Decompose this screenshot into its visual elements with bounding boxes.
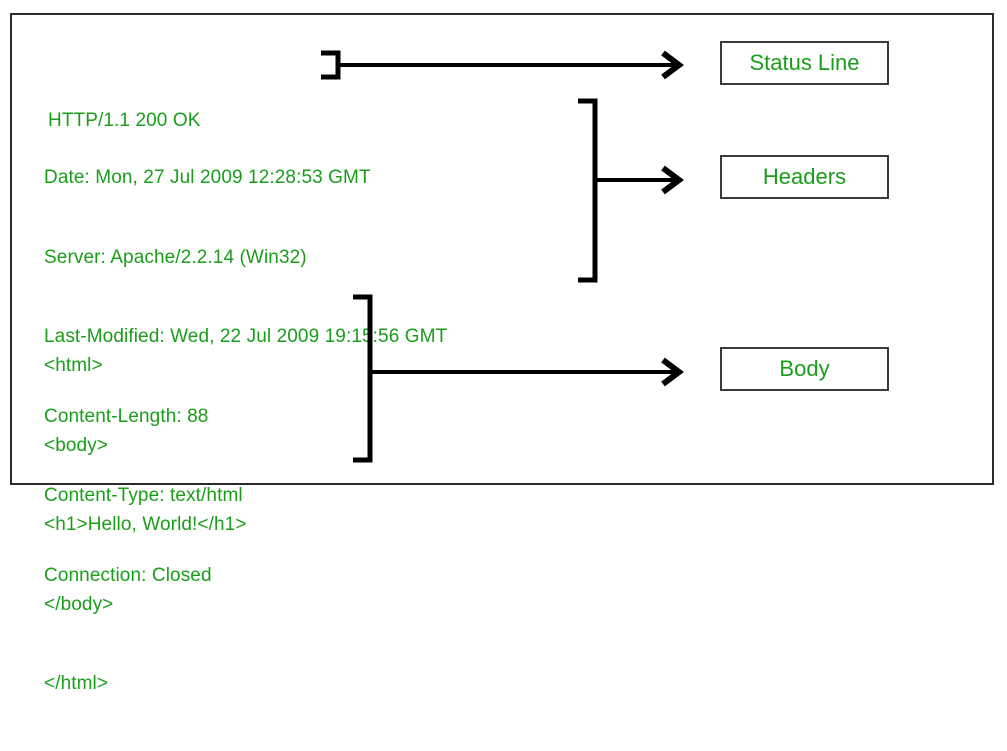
status-line-text: HTTP/1.1 200 OK [48, 110, 201, 131]
status-line-text-block: HTTP/1.1 200 OK [48, 55, 201, 188]
label-box-headers-text: Headers [762, 164, 847, 189]
body-line-body-open: <body> [44, 434, 108, 456]
label-box-body: Body [720, 347, 889, 391]
header-line-server: Server: Apache/2.2.14 (Win32) [44, 246, 307, 268]
label-box-status-line-text: Status Line [749, 50, 860, 75]
diagram-frame [10, 13, 994, 485]
header-line-content-length: Content-Length: 88 [44, 405, 209, 427]
body-line-html-close: </html> [44, 673, 109, 694]
diagram-canvas: HTTP/1.1 200 OK Date: Mon, 27 Jul 2009 1… [10, 13, 994, 694]
label-box-status-line: Status Line [720, 41, 889, 85]
body-line-h1: <h1>Hello, World!</h1> [44, 514, 247, 535]
header-line-last-modified: Last-Modified: Wed, 22 Jul 2009 19:15:56… [44, 326, 448, 347]
body-text-block: <html> <body> <h1>Hello, World!</h1> </b… [44, 300, 247, 751]
body-line-body-close: </body> [44, 593, 114, 615]
header-line-date: Date: Mon, 27 Jul 2009 12:28:53 GMT [44, 167, 371, 188]
label-box-headers: Headers [720, 155, 889, 199]
label-box-body-text: Body [779, 356, 830, 381]
body-line-html-open: <html> [44, 355, 103, 376]
